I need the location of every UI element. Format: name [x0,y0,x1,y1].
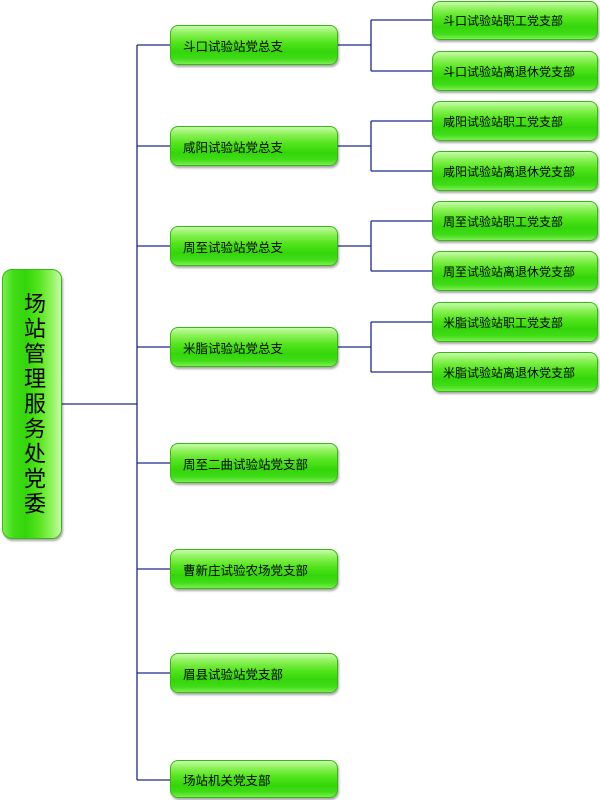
branch-node-4[interactable]: 米脂试验站党总支 [170,327,338,367]
branch-node-8[interactable]: 场站机关党支部 [170,760,338,798]
leaf-node-4b[interactable]: 米脂试验站离退休党支部 [432,352,598,392]
branch-node-label: 咸阳试验站党总支 [183,139,284,155]
branch-node-label: 场站机关党支部 [183,772,271,788]
leaf-node-label: 周至试验站职工党支部 [443,214,564,229]
branch-node-7[interactable]: 眉县试验站党支部 [170,653,338,693]
branch-node-2[interactable]: 咸阳试验站党总支 [170,126,338,166]
branch-node-label: 周至试验站党总支 [183,239,284,255]
root-node-label: 场站管理服务处党委 [20,291,45,517]
leaf-node-label: 米脂试验站职工党支部 [443,315,564,330]
branch-node-label: 米脂试验站党总支 [183,340,284,356]
leaf-node-label: 周至试验站离退休党支部 [443,264,576,279]
leaf-node-label: 斗口试验站职工党支部 [443,14,564,28]
leaf-node-1a[interactable]: 斗口试验站职工党支部 [432,1,598,40]
branch-node-3[interactable]: 周至试验站党总支 [170,226,338,266]
branch-node-1[interactable]: 斗口试验站党总支 [170,25,338,65]
leaf-node-2b[interactable]: 咸阳试验站离退休党支部 [432,151,598,191]
leaf-node-1b[interactable]: 斗口试验站离退休党支部 [432,51,598,91]
leaf-node-2a[interactable]: 咸阳试验站职工党支部 [432,101,598,141]
branch-node-label: 曹新庄试验农场党支部 [183,562,309,578]
branch-node-5[interactable]: 周至二曲试验站党支部 [170,443,338,483]
leaf-node-3b[interactable]: 周至试验站离退休党支部 [432,251,598,291]
branch-node-label: 斗口试验站党总支 [183,38,284,54]
branch-node-label: 周至二曲试验站党支部 [183,456,309,472]
leaf-node-label: 咸阳试验站职工党支部 [443,114,564,129]
leaf-node-label: 咸阳试验站离退休党支部 [443,164,576,179]
leaf-node-label: 米脂试验站离退休党支部 [443,365,576,380]
branch-node-6[interactable]: 曹新庄试验农场党支部 [170,549,338,589]
leaf-node-3a[interactable]: 周至试验站职工党支部 [432,201,598,241]
root-node[interactable]: 场站管理服务处党委 [2,269,62,539]
branch-node-label: 眉县试验站党支部 [183,666,284,682]
leaf-node-4a[interactable]: 米脂试验站职工党支部 [432,302,598,342]
leaf-node-label: 斗口试验站离退休党支部 [443,64,576,79]
